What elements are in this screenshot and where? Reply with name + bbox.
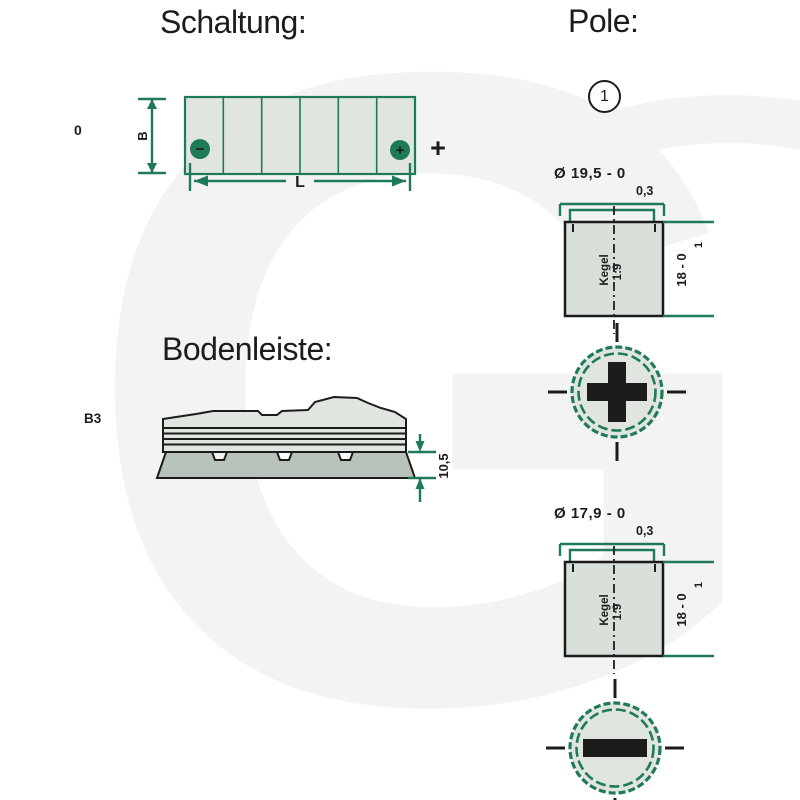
positive-pole-side-view: Ø 19,5 - 0 0,3 Kegel 1:9 18 - 0 1 [554, 165, 714, 334]
battery-cell-dividers [222, 97, 378, 174]
body-rib-lines [163, 427, 406, 446]
taper-word: Kegel [599, 594, 611, 625]
diameter-dimension-lines [558, 542, 666, 562]
pole-ring-inner [575, 708, 655, 788]
rail-height-value: 10,5 [436, 453, 451, 478]
minus-terminal-icon: − [190, 139, 210, 159]
taper-ratio: 1:9 [612, 264, 624, 281]
plus-terminal-icon: + [390, 140, 410, 160]
battery-top-view: − + B 0 L + [74, 95, 446, 191]
taper-ratio: 1:9 [612, 604, 624, 621]
width-dimension: B [135, 97, 166, 175]
bodenleiste-side-view: B3 10,5 [84, 395, 451, 502]
rail-height-dimension: 10,5 [408, 434, 451, 502]
crosshair-ticks [546, 679, 684, 800]
positive-pole-diameter-tolerance: 0,3 [636, 184, 653, 198]
pole-ring-inner [577, 352, 657, 432]
negative-pole-height: 18 - 0 [674, 593, 689, 626]
length-dimension: L [188, 163, 412, 191]
plus-terminal-symbol: + [396, 142, 405, 159]
negative-pole-diameter: Ø 17,9 - 0 [554, 505, 626, 522]
minus-terminal-symbol: − [196, 141, 205, 158]
pole-type-badge: 1 [588, 80, 621, 113]
positive-pole-height: 18 - 0 [674, 253, 689, 286]
negative-pole-diameter-tolerance: 0,3 [636, 524, 653, 538]
schaltung-layout-number: 0 [74, 122, 82, 138]
bodenleiste-heading: Bodenleiste: [162, 331, 333, 367]
pole-type-number: 1 [600, 87, 609, 105]
minus-symbol [583, 739, 647, 757]
negative-pole-top-view [546, 679, 684, 800]
rail-type-label: B3 [84, 411, 102, 426]
negative-pole-height-tolerance: 1 [693, 582, 705, 588]
schaltung-heading: Schaltung: [160, 4, 307, 40]
plus-symbol [587, 362, 647, 422]
taper-word: Kegel [599, 254, 611, 285]
crosshair-ticks [548, 323, 686, 461]
polarity-plus-sign: + [430, 133, 446, 163]
bottom-rail [155, 451, 417, 479]
positive-pole-top-view [548, 323, 686, 461]
diameter-dimension-lines [558, 202, 666, 222]
width-dimension-label: B [135, 131, 150, 140]
positive-pole-diameter: Ø 19,5 - 0 [554, 165, 626, 182]
negative-pole-side-view: Ø 17,9 - 0 0,3 Kegel 1:9 18 - 0 1 [554, 505, 714, 674]
pole-heading: Pole: [568, 3, 639, 39]
positive-pole-height-tolerance: 1 [693, 242, 705, 248]
length-dimension-label: L [295, 174, 305, 191]
